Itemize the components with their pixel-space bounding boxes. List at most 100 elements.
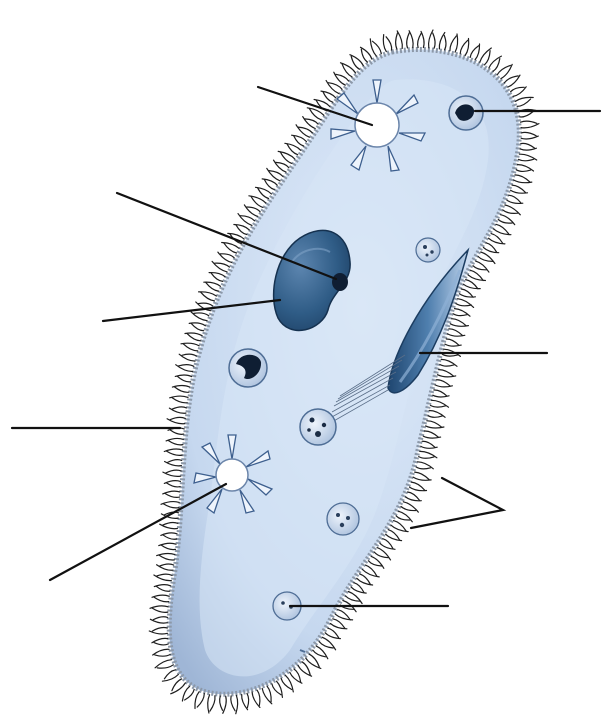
cilium xyxy=(436,380,450,386)
cilium xyxy=(491,234,503,244)
cilium xyxy=(386,37,392,50)
cilium xyxy=(172,386,189,388)
cilium xyxy=(172,398,187,403)
cilium xyxy=(159,564,173,566)
cilium xyxy=(170,417,185,419)
cilium xyxy=(154,597,169,602)
cilium xyxy=(520,112,533,117)
cilium xyxy=(182,354,196,356)
cilium xyxy=(163,504,179,508)
cilium xyxy=(294,669,301,682)
cilium xyxy=(428,416,442,418)
cilium xyxy=(516,170,530,172)
cilium xyxy=(154,643,168,645)
cilium xyxy=(156,586,170,591)
cilium xyxy=(459,294,475,297)
cilium xyxy=(247,693,249,707)
cilium xyxy=(281,678,292,689)
cilium xyxy=(257,690,260,705)
cilium xyxy=(430,405,445,407)
food-vacuole-top-right xyxy=(449,96,483,130)
cilium xyxy=(175,387,189,392)
cilium xyxy=(421,31,424,47)
cilium xyxy=(208,695,210,713)
cilium xyxy=(231,696,235,711)
cilium xyxy=(161,502,179,505)
cilium xyxy=(194,313,209,316)
cilium xyxy=(165,493,180,497)
cilium xyxy=(336,74,349,81)
cilium xyxy=(521,143,535,148)
cilium xyxy=(197,694,204,708)
cilium xyxy=(440,365,454,367)
cilium xyxy=(446,339,459,345)
cilium xyxy=(153,649,169,655)
cilium xyxy=(166,438,183,440)
cilium xyxy=(416,467,430,469)
cilium xyxy=(157,574,172,576)
cilium xyxy=(433,33,435,48)
micronucleus xyxy=(332,273,348,291)
cilium xyxy=(521,124,539,128)
cilium xyxy=(427,421,442,428)
cilium xyxy=(166,483,180,487)
cilium xyxy=(306,658,321,668)
cilium xyxy=(449,329,463,336)
cilium xyxy=(166,451,182,455)
cilium xyxy=(152,608,168,612)
food-vacuole-gullet xyxy=(300,409,336,445)
food-vacuole-lower xyxy=(327,503,359,535)
cilium xyxy=(152,595,169,597)
cilium xyxy=(442,354,457,356)
cilium xyxy=(168,460,182,463)
cilium xyxy=(496,224,509,234)
cilium xyxy=(407,33,410,48)
cilium xyxy=(163,535,177,539)
cilium xyxy=(262,688,272,704)
cilium xyxy=(159,555,175,560)
cilium xyxy=(439,370,454,377)
cilium xyxy=(497,65,510,75)
cilium xyxy=(161,545,176,550)
cilium xyxy=(155,655,170,657)
cilium xyxy=(397,31,402,49)
cilium xyxy=(223,696,226,713)
cilium xyxy=(172,407,186,409)
cilium xyxy=(152,628,167,632)
cilium xyxy=(521,136,538,139)
cilium xyxy=(166,470,181,473)
cilium xyxy=(154,585,170,587)
cilium xyxy=(517,99,530,106)
cilium xyxy=(220,696,223,710)
cilium xyxy=(450,36,457,51)
cilium xyxy=(476,261,489,272)
cilia-bracket-line xyxy=(411,478,503,528)
cilium xyxy=(394,521,407,531)
cilium xyxy=(157,554,175,556)
cilium xyxy=(175,375,191,377)
cilium xyxy=(161,533,177,536)
cilium xyxy=(383,539,393,549)
cilium xyxy=(396,33,398,49)
cilium xyxy=(170,396,188,398)
cilium xyxy=(224,243,237,253)
cilium xyxy=(418,33,421,47)
cilium xyxy=(444,35,446,49)
cilium xyxy=(419,457,434,459)
cilium xyxy=(164,481,180,484)
cilium xyxy=(425,431,439,437)
cilium xyxy=(520,148,536,150)
cilium xyxy=(521,132,536,135)
cilium xyxy=(198,303,212,306)
cilium xyxy=(351,56,359,69)
cilium xyxy=(422,441,435,447)
cilium xyxy=(519,159,534,161)
cilium xyxy=(159,543,176,545)
cilium xyxy=(150,606,168,608)
cilium xyxy=(164,449,182,452)
cilium xyxy=(242,695,248,710)
cilium xyxy=(177,376,190,382)
food-vacuole-left xyxy=(229,349,267,387)
cilium xyxy=(210,696,215,711)
